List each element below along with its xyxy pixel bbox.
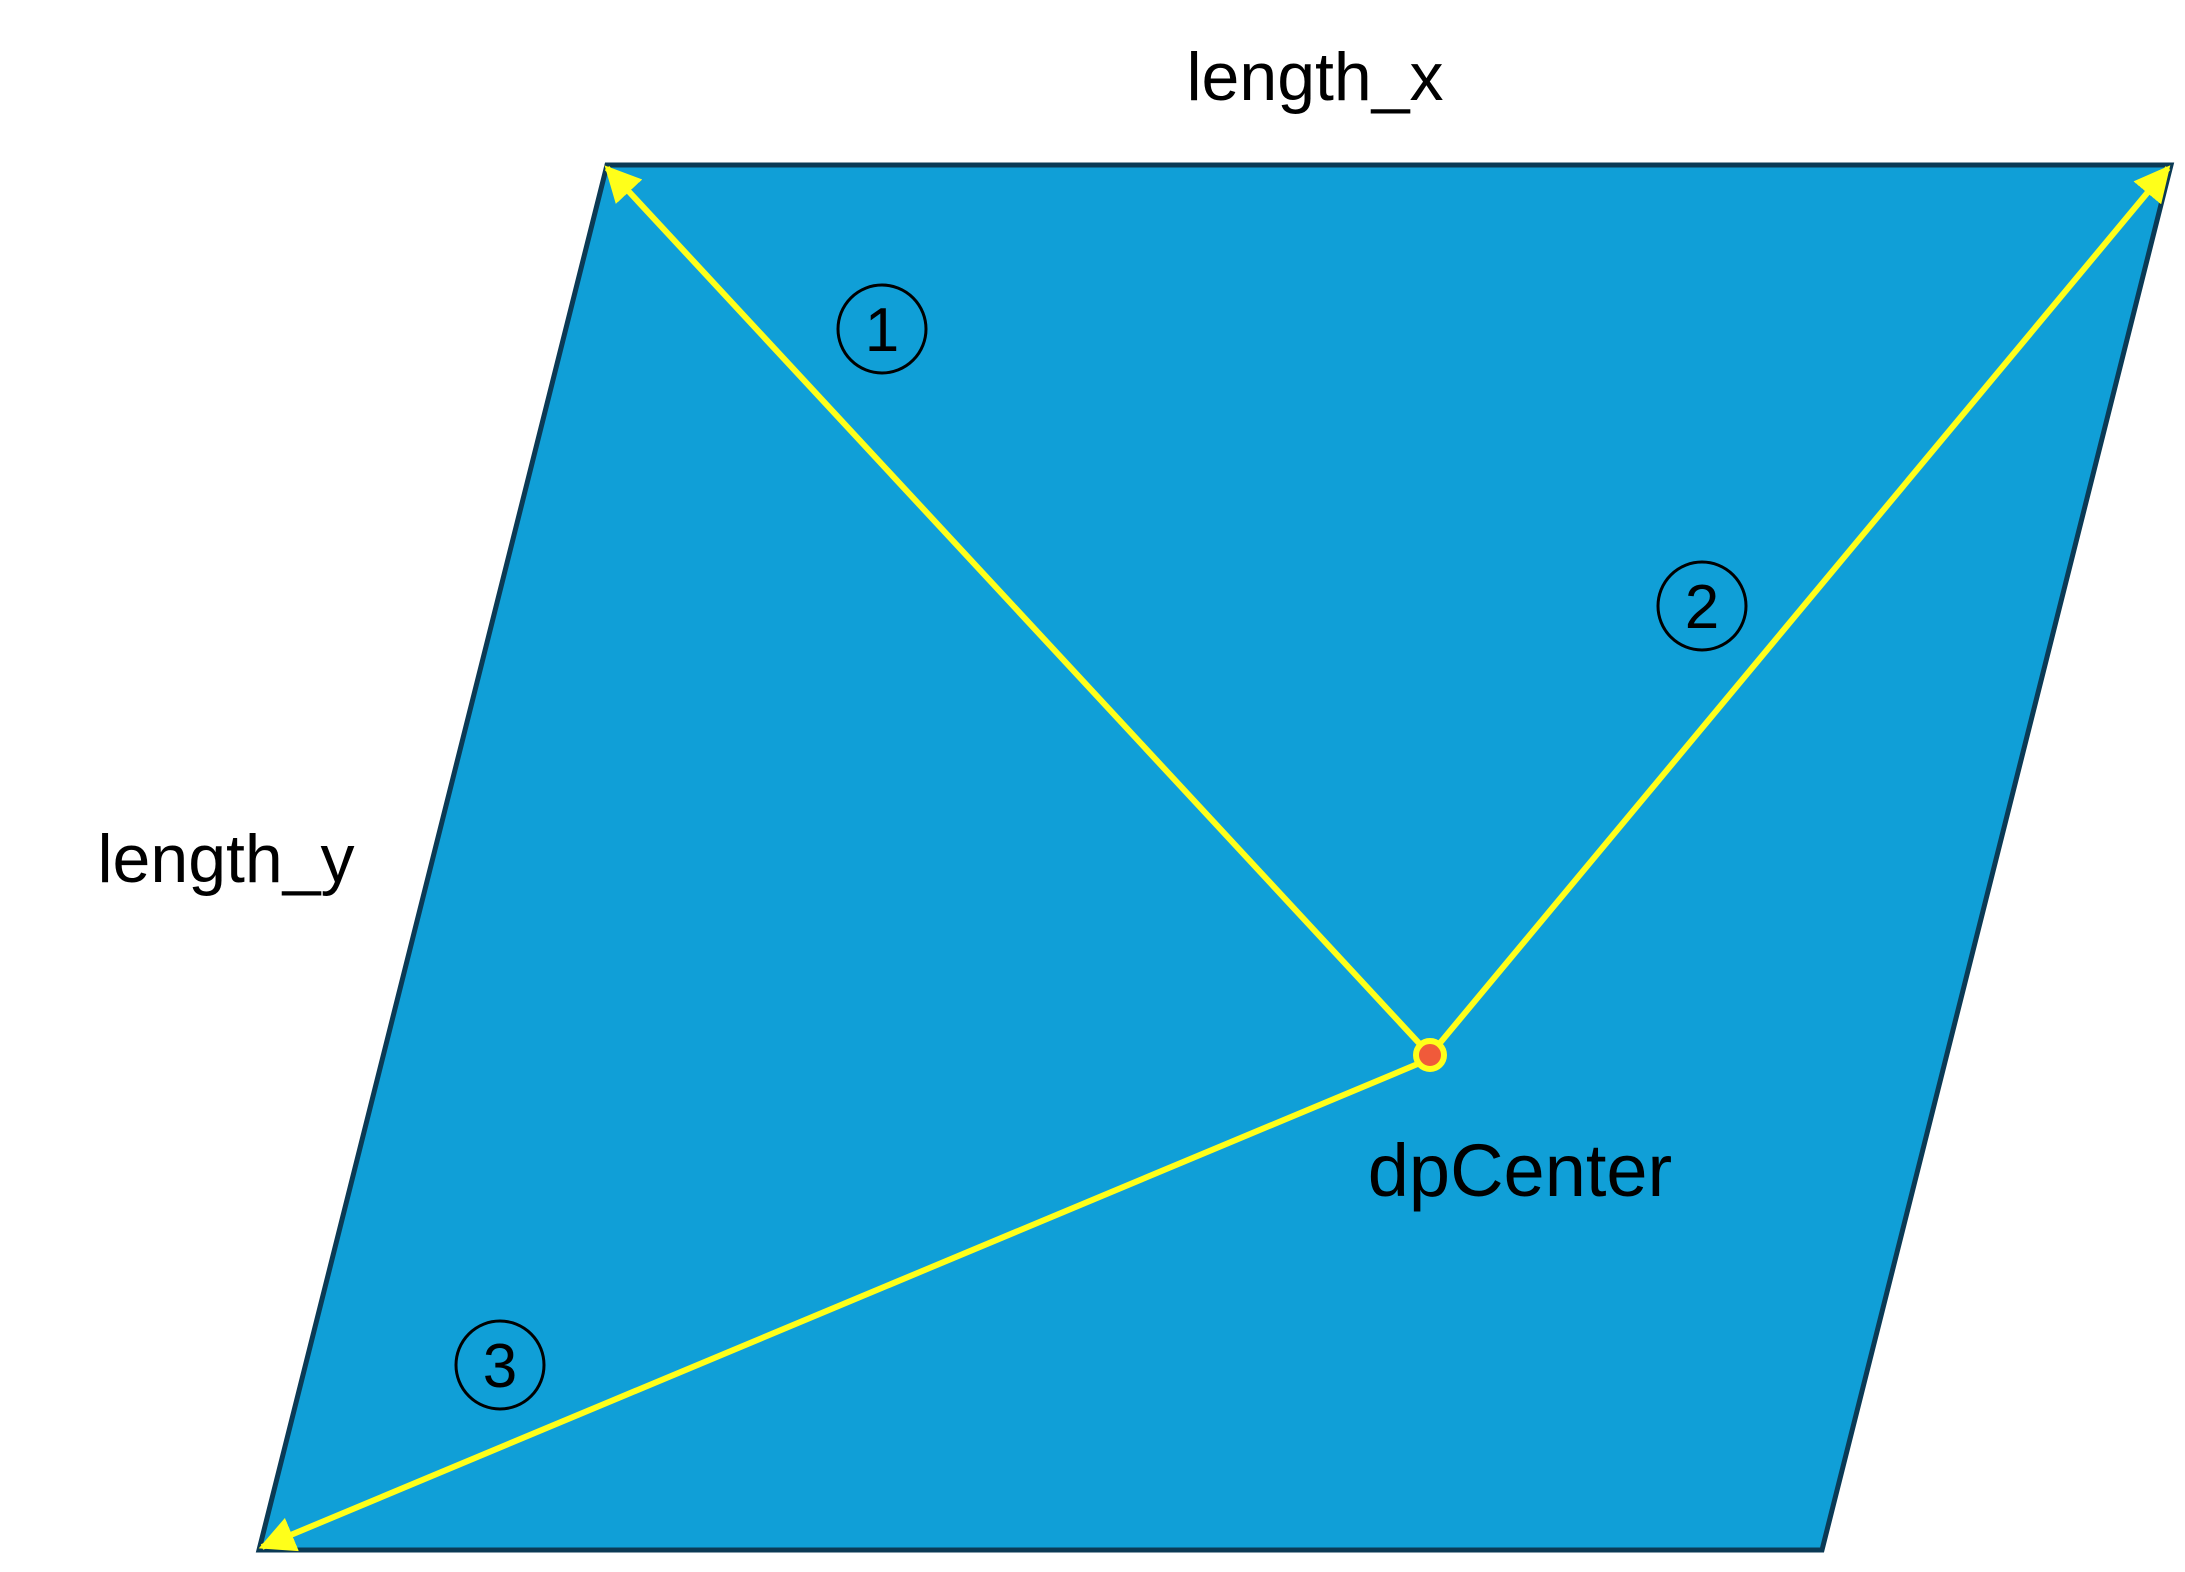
- marker-3-circle: [454, 1319, 546, 1411]
- length-y-label: length_y: [97, 821, 354, 897]
- marker-2-circle: [1656, 560, 1748, 652]
- parallelogram-shape: [255, 162, 2175, 1553]
- marker-3-label: 3: [483, 1332, 517, 1401]
- center-point: [1413, 1038, 1447, 1072]
- center-label: dpCenter: [1368, 1129, 1672, 1212]
- vector-2-arrow: [1427, 165, 2171, 1057]
- marker-2-label: 2: [1685, 573, 1719, 642]
- vector-3-arrow: [258, 1060, 1422, 1552]
- vector-1-arrow: [604, 165, 1433, 1058]
- marker-1-circle: [836, 283, 928, 375]
- length-x-label: length_x: [1186, 39, 1443, 115]
- marker-1-label: 1: [865, 296, 899, 365]
